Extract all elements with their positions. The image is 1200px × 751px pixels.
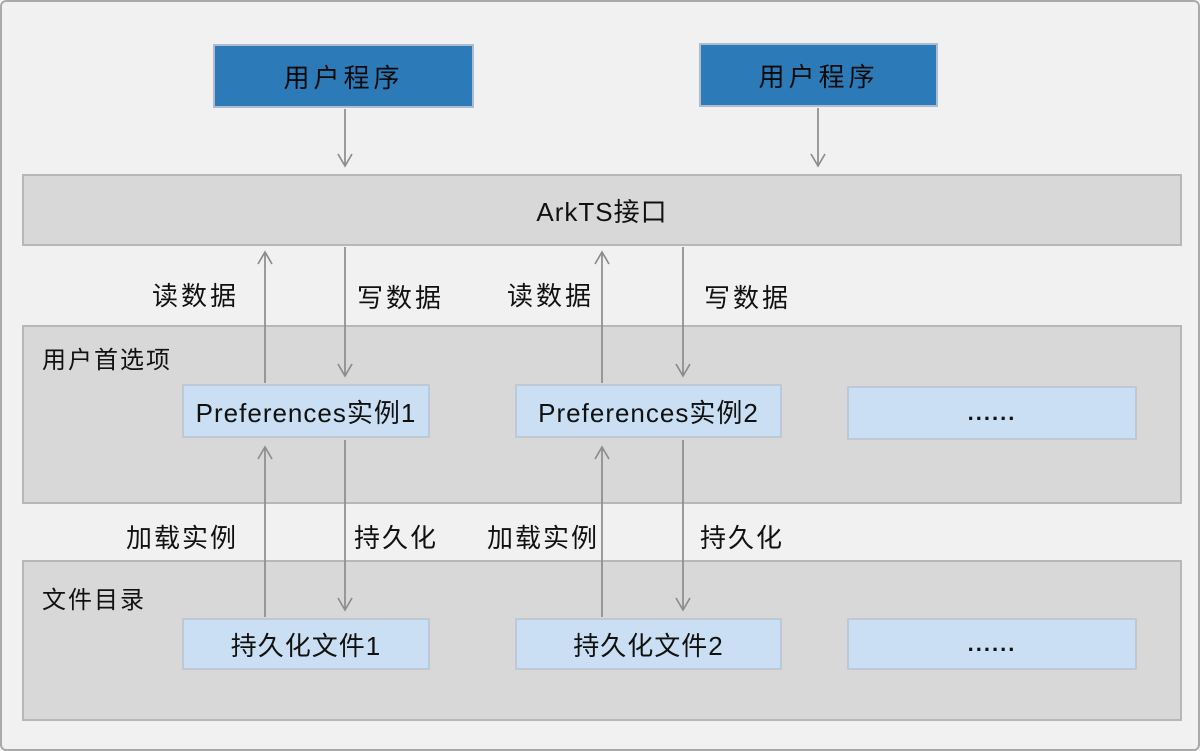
user-program-label-1: 用户程序: [283, 62, 404, 93]
persisted-file-label-2: 持久化文件2: [573, 630, 724, 661]
persisted-file-box-1: 持久化文件1: [182, 618, 430, 670]
files-ellipsis-box: ......: [847, 618, 1137, 670]
arkts-interface-label: ArkTS接口: [536, 196, 668, 227]
persisted-file-label-1: 持久化文件1: [230, 630, 382, 661]
preferences-instance-label-2: Preferences实例2: [538, 397, 759, 428]
preferences-instance-box-1: Preferences实例1: [182, 384, 430, 438]
preferences-panel-title: 用户首选项: [42, 347, 172, 374]
file-directory-panel-title: 文件目录: [42, 587, 146, 614]
read-data-label-1: 读数据: [152, 281, 240, 311]
write-data-label-1: 写数据: [357, 283, 445, 313]
preferences-instance-box-2: Preferences实例2: [515, 384, 782, 438]
file-directory-panel: 文件目录 持久化文件1 持久化文件2 ......: [22, 560, 1182, 721]
read-data-label-2: 读数据: [507, 281, 595, 311]
preferences-ellipsis-box: ......: [847, 386, 1137, 440]
preferences-instance-label-1: Preferences实例1: [195, 397, 417, 428]
files-ellipsis-label: ......: [967, 631, 1017, 656]
write-data-label-2: 写数据: [704, 283, 792, 313]
arkts-interface-bar: ArkTS接口: [22, 174, 1182, 246]
user-program-label-2: 用户程序: [758, 61, 879, 92]
user-program-box-1: 用户程序: [213, 44, 474, 108]
persist-label-1: 持久化: [354, 523, 439, 553]
persist-label-2: 持久化: [700, 523, 785, 553]
load-instance-label-2: 加载实例: [487, 523, 600, 553]
preferences-ellipsis-label: ......: [967, 400, 1017, 425]
user-program-box-2: 用户程序: [699, 43, 938, 107]
preferences-panel: 用户首选项 Preferences实例1 Preferences实例2 ....…: [22, 325, 1182, 504]
persisted-file-box-2: 持久化文件2: [515, 618, 782, 670]
load-instance-label-1: 加载实例: [126, 523, 239, 553]
